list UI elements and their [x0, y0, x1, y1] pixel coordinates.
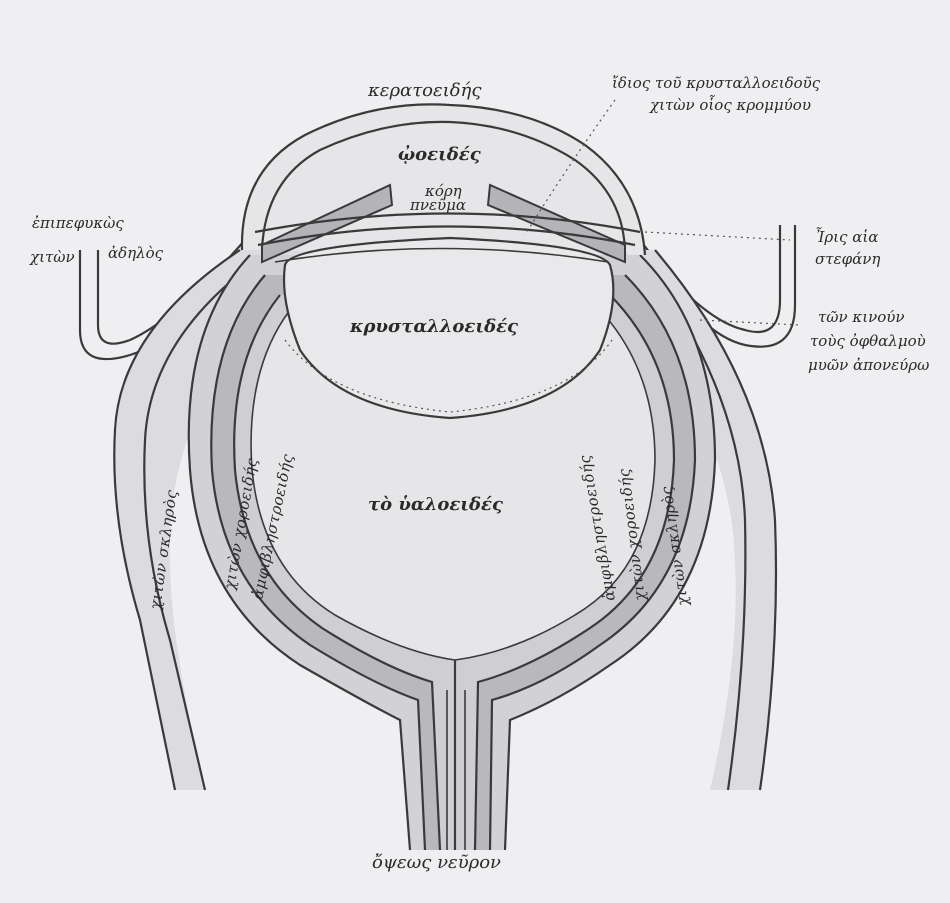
leader-lines	[524, 99, 801, 326]
label-cornea: κερατοειδής	[367, 80, 482, 101]
label-conjunctiva-2: χιτὼν	[29, 248, 75, 266]
label-pupil: κόρη	[424, 182, 462, 200]
optic-nerve	[446, 660, 466, 850]
label-capsule-2: χιτὼν οἷος κρομμύου	[649, 95, 811, 114]
label-muscle-1: τῶν κινούν	[818, 308, 905, 326]
label-aqueous: ᾠοειδές	[398, 144, 481, 165]
label-pupil-2: πνεῦμα	[409, 196, 466, 214]
globe-wall	[187, 254, 717, 851]
label-iris-2: στεφάνη	[815, 250, 880, 268]
label-capsule-1: ἴδιος τοῦ κρυσταλλοειδοῦς	[612, 74, 821, 92]
label-vitreous: τὸ ὑαλοειδές	[368, 494, 503, 515]
label-iris-1: Ἶρις αἱα	[815, 227, 878, 246]
label-muscle-3: μυῶν ἀπονεύρω	[808, 356, 929, 374]
label-muscle-2: τοὺς ὀφθαλμοὺ	[810, 332, 926, 350]
label-lens: κρυσταλλοειδές	[349, 316, 518, 337]
lens	[274, 236, 615, 420]
iris	[254, 183, 641, 264]
label-conjunctiva-3: ἀδηλὸς	[108, 244, 164, 262]
label-conjunctiva-1: ἐπιπεφυκὼς	[32, 214, 124, 232]
label-optic-nerve: ὄψεως νεῦρον	[372, 852, 501, 873]
